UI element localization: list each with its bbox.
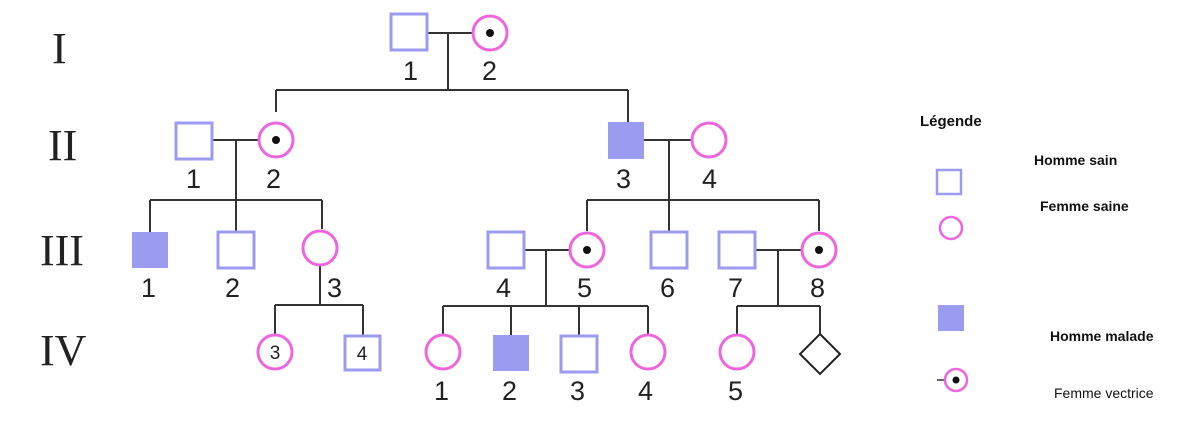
healthy-male-II1	[174, 121, 214, 161]
label-III4: 4	[496, 273, 511, 303]
healthy-female-IV1	[424, 333, 462, 371]
label-III7: 7	[728, 273, 743, 303]
generation-label-1: I	[52, 24, 67, 73]
legend-label-carrier-woman: Femme vectrice	[1054, 385, 1154, 401]
affected-male-III1	[132, 232, 168, 268]
legend-title: Légende	[920, 113, 982, 130]
healthy-male-I1	[389, 12, 429, 52]
label-II4: 4	[702, 164, 717, 194]
label-I1: 1	[403, 56, 418, 86]
healthy-female-IV5	[718, 333, 756, 371]
label-II3: 3	[616, 164, 631, 194]
label-III8: 8	[810, 273, 825, 303]
affected-male-IV2	[493, 335, 529, 371]
generation-label-4: IV	[40, 326, 87, 375]
label-III5: 5	[577, 273, 592, 303]
healthy-male-IVb	[343, 334, 382, 372]
healthy-male-IV3	[559, 334, 599, 374]
legend-label-healthy-woman: Femme saine	[1040, 198, 1129, 214]
healthy-male-III2	[216, 230, 256, 270]
label-IVa: 3	[270, 343, 281, 364]
legend-affected-man-symbol	[938, 305, 964, 331]
affected-male-II3	[608, 122, 644, 159]
legend-label-healthy-man: Homme sain	[1034, 152, 1117, 168]
label-IVb: 4	[357, 344, 368, 365]
legend-label-affected-man: Homme malade	[1050, 328, 1154, 344]
generation-label-3: III	[40, 226, 84, 275]
healthy-male-III6	[649, 230, 689, 270]
label-IV1: 1	[434, 376, 449, 406]
connector-lines	[149, 32, 821, 336]
label-I2: 2	[482, 56, 497, 86]
legend-healthy-man-symbol	[935, 168, 963, 196]
healthy-male-III7	[717, 230, 757, 270]
label-III2: 2	[225, 273, 240, 303]
label-II1: 1	[186, 164, 201, 194]
label-IV5: 5	[728, 376, 743, 406]
legend-carrier-dot	[952, 376, 960, 384]
legend: Légende Homme sain Femme saine Homme mal…	[920, 113, 1154, 401]
generation-label-2: II	[48, 121, 77, 170]
label-III6: 6	[660, 273, 675, 303]
carrier-dot-III5	[583, 246, 591, 254]
healthy-female-III3	[301, 229, 339, 267]
unknown-sex-IV6	[798, 332, 842, 376]
legend-healthy-woman-symbol	[938, 215, 964, 241]
carrier-dot-I2	[486, 29, 494, 37]
healthy-female-IV4	[629, 333, 667, 371]
label-IV2: 2	[502, 376, 517, 406]
label-IV3: 3	[570, 376, 585, 406]
label-III3: 3	[327, 273, 342, 303]
label-III1: 1	[141, 273, 156, 303]
carrier-dot-III8	[815, 246, 823, 254]
healthy-male-III4	[486, 230, 526, 270]
carrier-dot-II2	[272, 136, 280, 144]
healthy-female-IVa	[256, 333, 294, 371]
label-IV4: 4	[638, 376, 653, 406]
healthy-female-II4	[690, 121, 728, 159]
label-II2: 2	[266, 164, 281, 194]
